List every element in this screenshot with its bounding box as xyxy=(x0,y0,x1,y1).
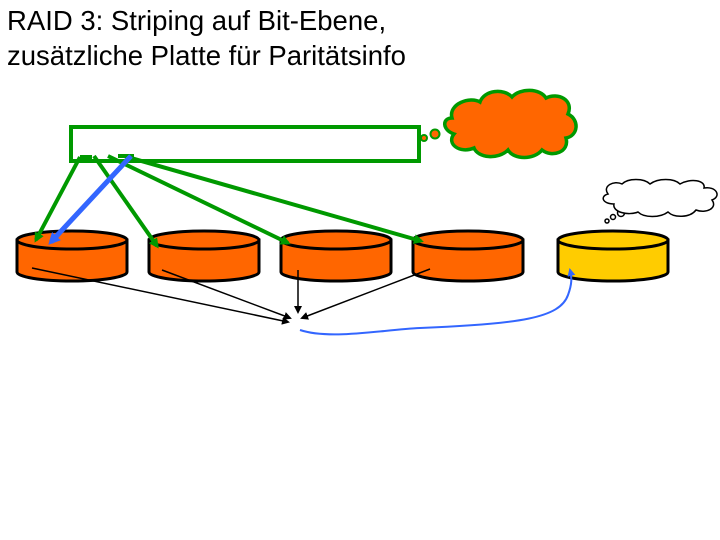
cloud-active-icon xyxy=(420,88,578,160)
data-disk-3 xyxy=(279,229,393,283)
highlight-arrow xyxy=(48,154,133,245)
cloud-thought-icon xyxy=(602,178,718,224)
data-disk-2 xyxy=(147,229,261,283)
write-arrows xyxy=(34,154,424,249)
parity-link-arrow xyxy=(299,268,576,336)
title-line-2: zusätzliche Platte für Paritätsinfo xyxy=(7,39,406,71)
data-disk-1 xyxy=(15,229,129,283)
title-line-1: RAID 3: Striping auf Bit-Ebene, xyxy=(7,5,387,36)
parity-input-arrows xyxy=(31,267,431,325)
parity-disk xyxy=(556,229,670,283)
slide-title: RAID 3: Striping auf Bit-Ebene, zusätzli… xyxy=(7,4,707,74)
data-disk-4 xyxy=(411,229,525,283)
